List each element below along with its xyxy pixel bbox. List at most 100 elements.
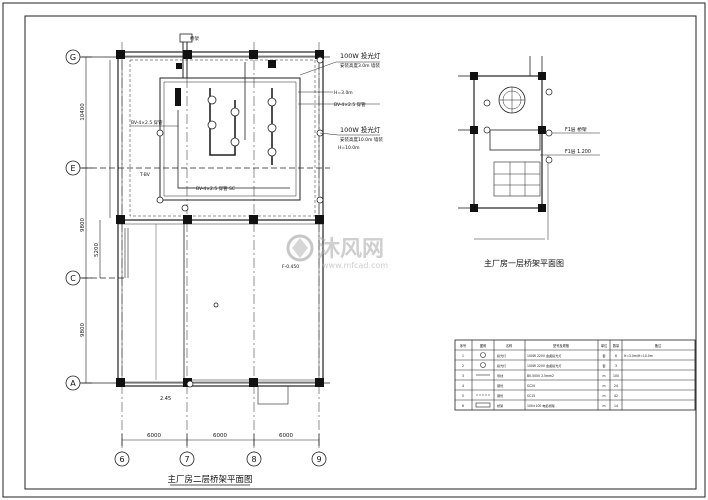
riser-tag-text: 桥架 <box>190 35 199 42</box>
lamp-symbol <box>207 95 217 105</box>
lamp-symbol <box>267 97 277 107</box>
lamp-symbol <box>483 126 491 134</box>
side-floor-plan <box>458 56 600 240</box>
main-plan-title: 主厂房二层桥架平面图 <box>167 474 252 485</box>
tray-label: BV-4×2.5 穿管 SC <box>196 185 235 192</box>
column <box>538 204 546 212</box>
column <box>470 204 478 212</box>
legend-cell: 100 <box>613 374 619 378</box>
grid-label-col: 9 <box>316 455 321 464</box>
upper-hall-zone <box>129 59 316 217</box>
legend-cell: SC20 <box>527 384 535 388</box>
legend-cell: 导线 <box>497 373 503 378</box>
watermark-logo-icon <box>286 234 314 262</box>
grid-bubble <box>246 451 262 467</box>
legend-header: 数量 <box>613 343 620 348</box>
watermark: 沐风网 www.mfcad.com <box>286 234 388 270</box>
lamp-height-lower: H=10.0m <box>338 145 360 151</box>
legend-cell: 3 <box>462 374 464 378</box>
column <box>249 215 258 224</box>
legend-cell: BV-500V 2.5mm2 <box>527 374 554 378</box>
legend-cell: 24 <box>614 384 618 388</box>
legend-cell: 桥架 <box>497 403 503 408</box>
lamp-callout-upper-note: 安装高度3.0m 墙装 <box>340 62 380 69</box>
legend-lamp-symbol <box>480 352 486 358</box>
legend-cell: 钢管 <box>497 383 503 388</box>
column <box>315 378 324 387</box>
lamp-symbol <box>545 129 553 137</box>
column <box>538 72 546 80</box>
bottom-dim-note: 2.45 <box>160 396 171 402</box>
legend-cell: 钢管 <box>497 393 503 398</box>
column <box>116 50 125 59</box>
structural-columns <box>116 50 324 387</box>
column <box>249 378 258 387</box>
column <box>470 126 478 134</box>
tray-label: BV-4×2.5 穿管 <box>334 101 366 108</box>
grid-bubble <box>65 270 81 286</box>
dim-text: 6000 <box>213 433 227 439</box>
legend-table <box>454 339 696 411</box>
dim-text: 9800 <box>80 323 86 337</box>
dim-text: 9800 <box>80 218 86 232</box>
legend-cell: 42 <box>614 394 618 398</box>
level-note: F-0.450 <box>282 264 299 270</box>
grid-label-row: C <box>70 274 76 283</box>
side-equipment <box>489 129 541 151</box>
floor-point-symbol <box>186 380 194 388</box>
legend-lamp-symbol <box>480 362 486 368</box>
watermark-brand: 沐风网 <box>318 237 384 262</box>
wall-lamp-symbol <box>181 204 189 212</box>
lamp-callout-lower: 100W 投光灯 <box>340 125 381 134</box>
legend-cell: 3 <box>615 364 617 368</box>
side-callout: F1层 桥架 <box>565 126 587 133</box>
lamp-callout-lower-note: 安装高度10.0m 墙装 <box>340 136 383 143</box>
grid-bubbles <box>65 49 327 467</box>
legend-cell: 投光灯 <box>497 363 506 368</box>
legend-cell: 投光灯 <box>497 353 506 358</box>
column <box>176 63 182 69</box>
legend-tray-symbol <box>475 402 491 408</box>
side-plan-title: 主厂房一层桥架平面图 <box>484 258 564 268</box>
legend-cell: 2 <box>462 364 464 368</box>
grid-bubble <box>65 375 81 391</box>
cable-tray-loop <box>159 77 301 201</box>
riser-tag-box <box>179 33 193 43</box>
legend-cell: m <box>602 394 605 398</box>
column <box>116 215 125 224</box>
grid-label-row: G <box>70 53 76 62</box>
legend-cell: 套 <box>602 353 605 358</box>
tray-equipment <box>156 33 324 388</box>
wall-lamp-symbol <box>316 56 324 64</box>
grid-label-col: 8 <box>251 455 256 464</box>
legend-cell: m <box>602 384 605 388</box>
legend-header: 序号 <box>460 343 466 348</box>
dim-text: 6000 <box>147 433 161 439</box>
watermark-url: www.mfcad.com <box>322 261 388 270</box>
legend-cell: 6 <box>462 404 464 408</box>
grid-bubble <box>65 49 81 65</box>
legend-header: 型号及规格 <box>553 343 570 348</box>
lamp-symbol <box>207 120 217 130</box>
door-opening <box>257 385 289 405</box>
legend-cell: 6 <box>615 354 617 358</box>
wall-lamp-symbol <box>316 196 324 204</box>
column <box>470 72 478 80</box>
callout-leaders <box>130 61 380 189</box>
side-grid-area <box>493 161 541 197</box>
legend-cell: 1 <box>462 354 464 358</box>
wall-lamp-symbol <box>156 196 164 204</box>
legend-cell: 5 <box>462 394 464 398</box>
legend-cell: 14 <box>614 404 618 408</box>
grid-bubble <box>179 451 195 467</box>
side-columns <box>470 72 546 212</box>
legend-cell: 100×100 电缆桥架 <box>527 403 555 408</box>
legend-cell: H=3.0m/H=10.0m <box>624 354 653 358</box>
dim-text: 5200 <box>94 243 100 257</box>
cable-tray-loop-inner <box>163 81 297 197</box>
legend-cell: 套 <box>602 363 605 368</box>
lamp-symbol <box>230 137 240 147</box>
lamp-symbol <box>230 107 240 117</box>
